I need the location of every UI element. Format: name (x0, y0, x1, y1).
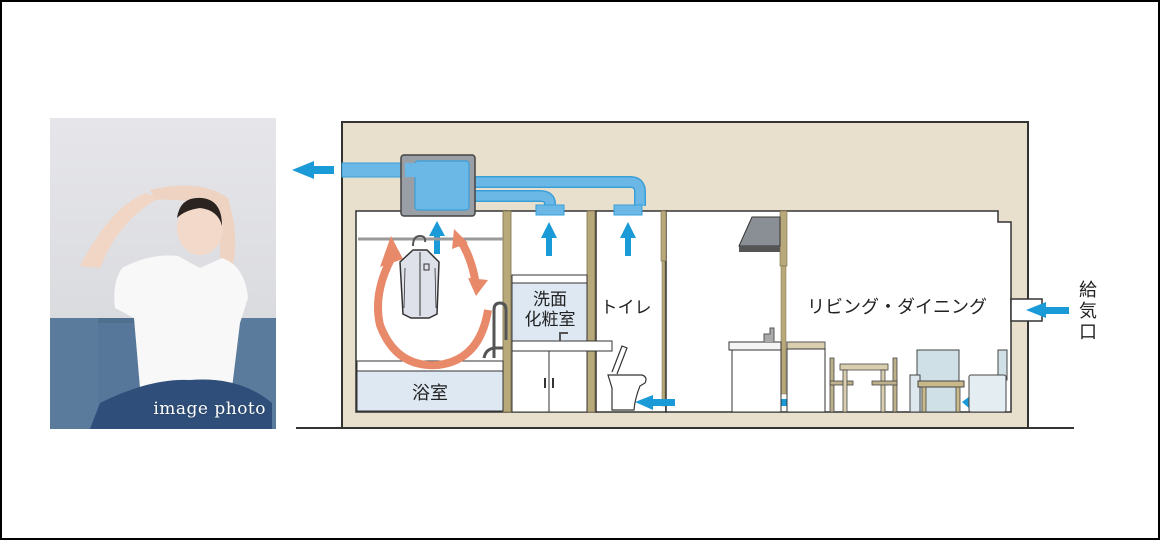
ventilation-fan-unit-icon (400, 154, 476, 217)
toilet-intake-arrow-up-icon (620, 222, 636, 256)
label-toilet: トイレ (601, 298, 652, 318)
label-living-dining: リビング・ダイニング (807, 297, 987, 318)
toilet-grille (613, 204, 643, 216)
label-supply-inlet-2: 気 (1079, 301, 1097, 322)
circulation-arrows-icon (374, 229, 492, 370)
sofa-set-icon (909, 349, 1008, 413)
vanity-counter (511, 340, 613, 352)
woman-stretching-illustration (50, 185, 276, 429)
bar-counter (786, 341, 826, 350)
sofa-cushion-left (50, 318, 98, 429)
bathtub (356, 370, 504, 412)
photo-caption: image photo (153, 399, 266, 419)
washroom-mirror (511, 282, 588, 342)
vanity-faucet (559, 332, 568, 341)
kitchen-post-top (779, 210, 788, 267)
toilet-fixture-icon (607, 345, 647, 411)
duct-to-washroom (460, 191, 555, 207)
image-photo: image photo (50, 118, 276, 429)
label-supply-inlet-3: 口 (1079, 322, 1097, 343)
shirt-on-hanger-icon (399, 234, 440, 319)
jeans (90, 379, 272, 429)
white-shirt (114, 255, 248, 388)
label-washroom-line1: 洗面 (533, 290, 567, 310)
kitchen-cabinet (731, 349, 782, 413)
supply-arrow-left-icon (1026, 302, 1069, 318)
dining-set-icon (829, 357, 898, 413)
living-floor-arrow-left-icon (962, 396, 970, 409)
washroom-shelf (511, 274, 588, 284)
washroom-intake-arrow-up-icon (541, 222, 557, 256)
washroom-grille (535, 204, 565, 216)
toilet-door (661, 260, 666, 407)
partition-wash-toilet (586, 210, 596, 413)
kitchen-counter (728, 341, 782, 351)
face (177, 201, 223, 255)
label-bathroom: 浴室 (412, 383, 448, 404)
hair (177, 197, 222, 226)
exhaust-arrow-icon (292, 161, 334, 179)
left-arm (80, 193, 160, 268)
bath-faucet (492, 301, 508, 358)
bath-intake-arrow-up-icon (429, 221, 445, 254)
exhaust-duct-system (341, 162, 646, 216)
door-frame-top (660, 210, 667, 262)
range-hood-icon (738, 216, 781, 252)
duct-to-toilet (460, 177, 645, 206)
kitchen-faucet (763, 327, 775, 342)
kitchen-post (780, 265, 787, 395)
toilet-floor-arrow-left-icon (635, 395, 675, 410)
label-washroom-line2: 化粧室 (525, 310, 576, 330)
label-supply-inlet-1: 給 (1079, 280, 1097, 301)
